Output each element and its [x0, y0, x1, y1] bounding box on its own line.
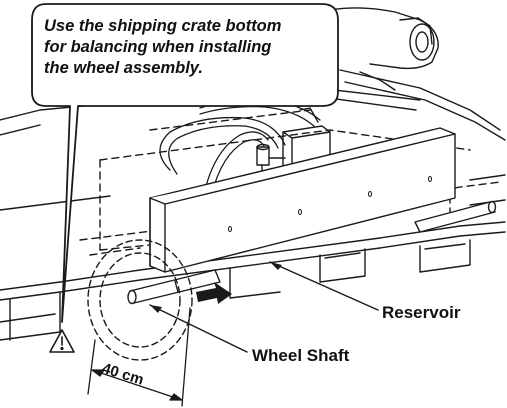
callout-line: for balancing when installing	[44, 38, 272, 56]
warning-icon	[49, 329, 75, 353]
reservoir-label: Reservoir	[382, 303, 461, 322]
wheel-shaft-label: Wheel Shaft	[252, 346, 350, 365]
callout-text: Use the shipping crate bottom for balanc…	[44, 16, 344, 79]
wheel-outline	[87, 239, 193, 361]
wheel-shaft[interactable]	[127, 269, 221, 305]
callout-line: Use the shipping crate bottom	[44, 17, 282, 35]
leader-lines	[149, 261, 379, 353]
reservoir-tank[interactable]	[149, 127, 456, 273]
right-rod	[414, 200, 497, 233]
direction-arrow	[196, 282, 232, 304]
callout-bubble	[31, 3, 339, 323]
dimension-lines	[87, 307, 191, 407]
callout-line: the wheel assembly.	[44, 59, 203, 77]
shipping-crate	[0, 94, 506, 341]
